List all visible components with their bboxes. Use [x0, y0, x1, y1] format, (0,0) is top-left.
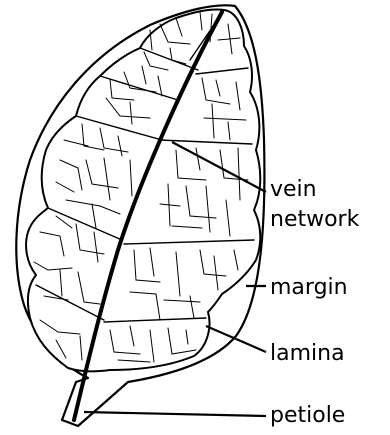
vein-network-label-line1: vein [270, 177, 317, 202]
petiole-label: petiole [270, 403, 345, 428]
petiole-leader [84, 412, 266, 416]
lamina-leader [206, 326, 266, 352]
lamina-label: lamina [270, 341, 345, 366]
margin-label: margin [270, 275, 348, 300]
vein-network-label-line2: network [270, 207, 360, 232]
lamina-region [26, 9, 260, 371]
